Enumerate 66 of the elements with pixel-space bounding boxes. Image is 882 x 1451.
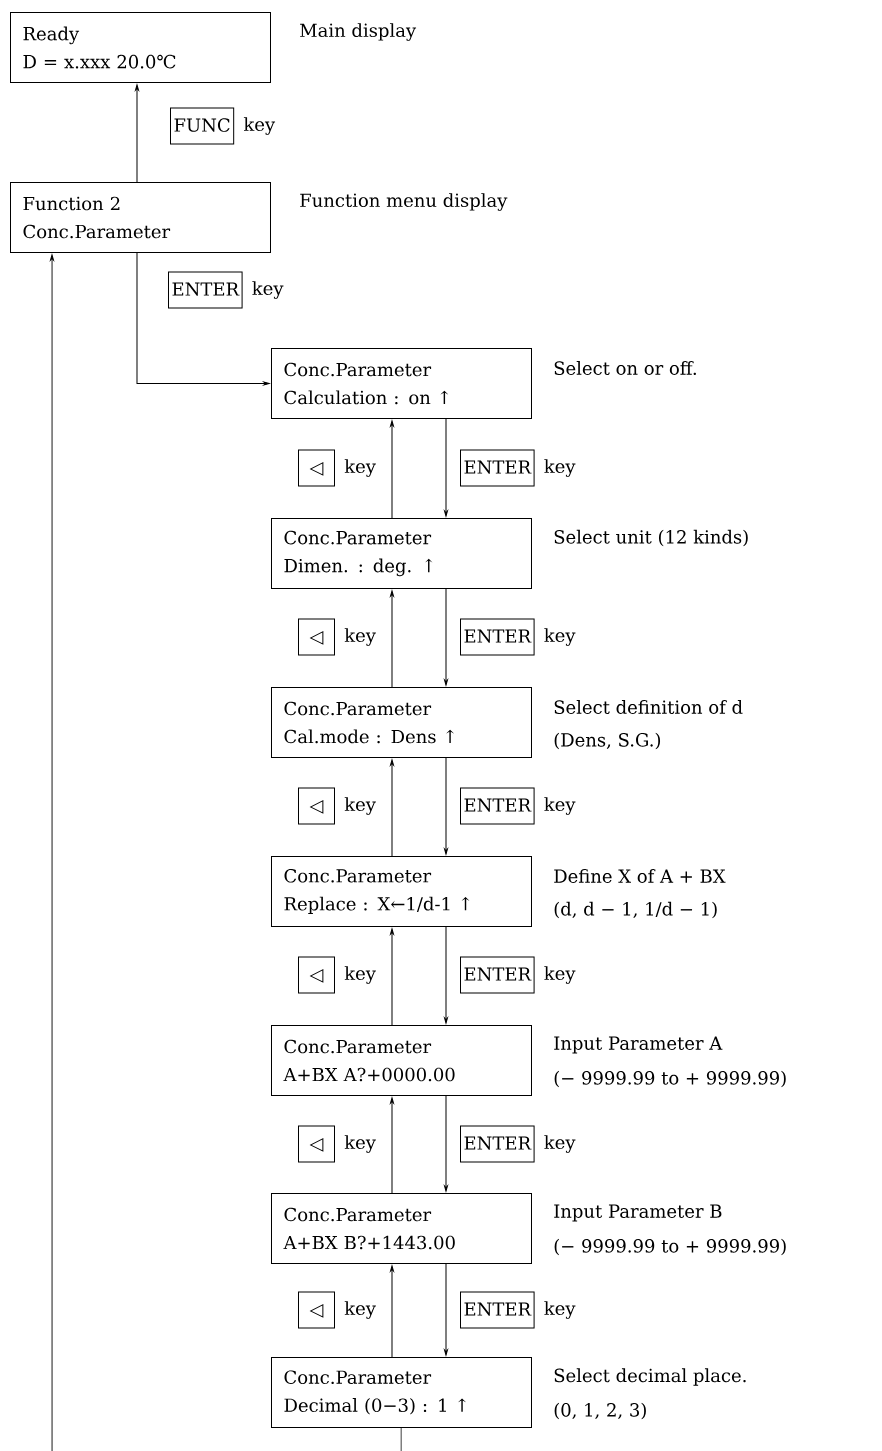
description-text: Select unit (12 kinds) xyxy=(554,529,748,547)
display-box: Conc.Parameter A+BX B?+1443.00 xyxy=(271,1193,532,1264)
key-label: ENTER xyxy=(460,1291,535,1329)
key-text: key xyxy=(544,1135,576,1153)
description-text: (− 9999.99 to + 9999.99) xyxy=(554,1238,786,1256)
key-label: ◁ xyxy=(298,449,335,487)
key-label: ◁ xyxy=(298,787,335,825)
description-text: Select definition of d xyxy=(554,700,743,714)
arrow xyxy=(390,759,394,857)
description-text: (− 9999.99 to + 9999.99) xyxy=(554,1070,786,1088)
arrow xyxy=(135,84,139,183)
key-text: key xyxy=(252,281,284,299)
arrow xyxy=(50,254,54,1451)
key-label: ENTER xyxy=(460,1125,535,1163)
key-text: key xyxy=(243,117,276,135)
arrow xyxy=(444,1095,448,1192)
arrow xyxy=(444,1263,448,1356)
display-box: Conc.Parameter Calculation : on ↑ xyxy=(271,348,532,419)
key-text: key xyxy=(544,966,576,984)
key-text: key xyxy=(344,1135,376,1153)
key-label: ◁ xyxy=(298,618,335,656)
description-text: Select decimal place. xyxy=(554,1368,746,1386)
display-box: Conc.Parameter A+BX A?+0000.00 xyxy=(271,1025,532,1096)
key-text: key xyxy=(344,1301,376,1319)
description-text: Main display xyxy=(300,23,417,41)
key-label: ◁ xyxy=(298,1125,335,1163)
arrow xyxy=(444,418,448,517)
key-text: key xyxy=(344,797,376,815)
display-box: Function 2 Conc.Parameter xyxy=(10,182,271,253)
description-text: Input Parameter B xyxy=(554,1204,722,1222)
key-text: key xyxy=(544,459,576,477)
description-text: (0, 1, 2, 3) xyxy=(554,1402,646,1420)
arrow xyxy=(390,420,394,519)
arrow xyxy=(444,757,448,855)
arrow xyxy=(444,588,448,686)
arrow xyxy=(390,1097,394,1194)
key-text: key xyxy=(344,459,376,477)
description-text: (Dens, S.G.) xyxy=(554,732,661,750)
key-label: FUNC xyxy=(170,107,235,145)
key-text: key xyxy=(544,628,576,646)
key-text: key xyxy=(344,628,376,646)
key-label: ◁ xyxy=(298,956,335,994)
description-text: (d, d − 1, 1/d − 1) xyxy=(554,901,717,919)
description-text: Define X of A + BX xyxy=(554,869,726,883)
display-box: Conc.Parameter Replace : X←1/d-1 ↑ xyxy=(271,856,532,927)
key-label: ENTER xyxy=(460,787,535,825)
display-box: Conc.Parameter Cal.mode : Dens ↑ xyxy=(271,687,532,758)
display-box: Conc.Parameter Dimen. : deg. ↑ xyxy=(271,518,532,589)
arrow xyxy=(390,1265,394,1358)
arrow xyxy=(390,590,394,688)
description-text: Input Parameter A xyxy=(554,1036,723,1054)
display-box: Conc.Parameter Decimal (0−3) : 1 ↑ xyxy=(271,1357,532,1428)
display-box: Ready D = x.xxx 20.0℃ xyxy=(10,12,271,83)
key-text: key xyxy=(544,1301,576,1319)
key-label: ENTER xyxy=(460,618,535,656)
arrow xyxy=(136,252,270,386)
key-text: key xyxy=(544,797,576,815)
description-text: Select on or off. xyxy=(554,361,696,375)
key-label: ENTER xyxy=(168,271,243,309)
key-label: ◁ xyxy=(298,1291,335,1329)
key-label: ENTER xyxy=(460,956,535,994)
key-text: key xyxy=(344,966,376,984)
arrow xyxy=(444,926,448,1024)
description-text: Function menu display xyxy=(300,193,508,211)
arrow xyxy=(390,928,394,1026)
key-label: ENTER xyxy=(460,449,535,487)
